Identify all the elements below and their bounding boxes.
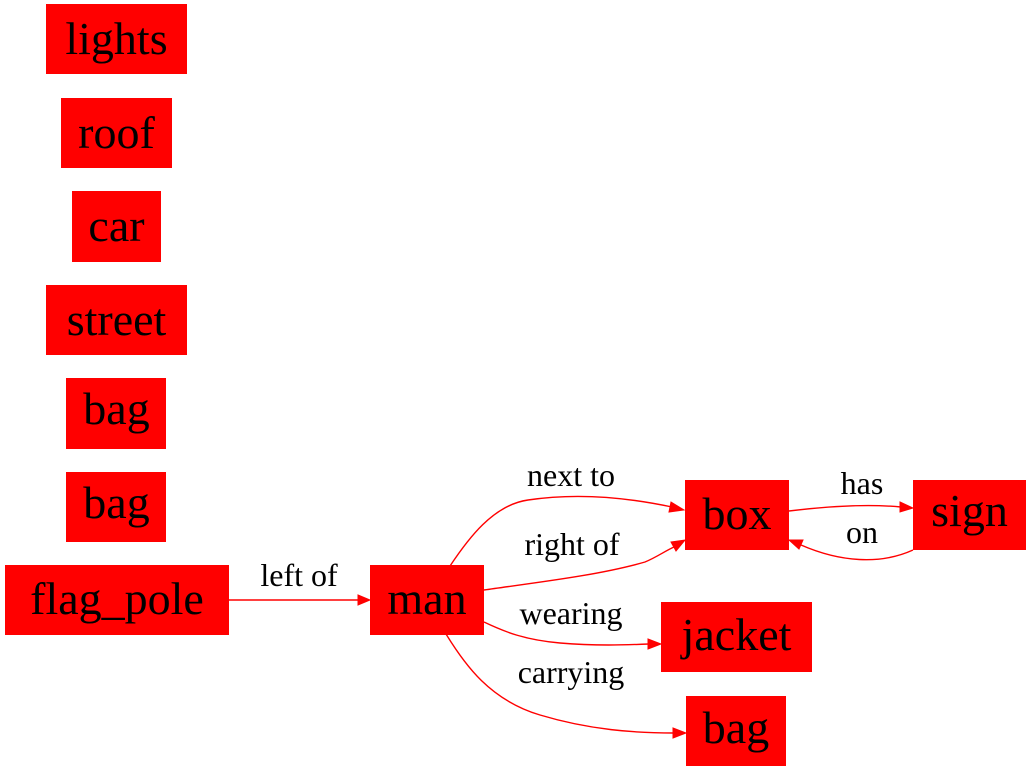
node-box [66, 378, 166, 449]
arrowhead [899, 501, 915, 513]
edge-man-wearing-jacket: wearing [483, 595, 663, 650]
node-box [61, 98, 172, 168]
node-label-roof: roof [78, 107, 155, 158]
edge-label-left-of: left of [260, 557, 338, 593]
edge-line [483, 546, 675, 591]
node-bag-3: bag [686, 696, 786, 766]
node-label-bag: bag [83, 383, 149, 434]
edge-label-next-to: next to [527, 457, 615, 493]
arrowhead [357, 594, 372, 606]
node-label-jacket: jacket [680, 609, 792, 660]
arrowhead [668, 501, 686, 513]
arrowhead [670, 539, 687, 552]
node-label-car: car [88, 200, 144, 251]
edge-label-has: has [841, 465, 884, 501]
edge-label-wearing: wearing [519, 595, 622, 631]
node-box [46, 4, 187, 74]
node-box [913, 480, 1026, 550]
edge-man-next-to-box: next to [449, 457, 686, 567]
node-box [661, 602, 812, 672]
node-label-flag-pole: flag_pole [30, 573, 204, 624]
node-roof: roof [61, 98, 172, 168]
node-label-sign: sign [931, 485, 1008, 536]
edge-label-carrying: carrying [518, 654, 625, 690]
node-label-box: box [703, 488, 772, 539]
node-label-bag: bag [703, 702, 769, 753]
node-box [686, 696, 786, 766]
node-street: street [46, 285, 187, 355]
edge-line [800, 544, 914, 561]
arrowhead [787, 539, 804, 550]
arrowhead [647, 638, 663, 650]
node-sign: sign [913, 480, 1026, 550]
edge-flag-pole-left-of-man: left of [229, 557, 372, 606]
node-label-street: street [67, 294, 167, 345]
node-label-lights: lights [65, 13, 167, 64]
edge-label-on: on [846, 514, 878, 550]
node-box [685, 480, 789, 550]
edge-line [449, 495, 673, 567]
node-label-bag: bag [83, 477, 149, 528]
node-label-man: man [387, 573, 466, 624]
edge-line [788, 504, 902, 512]
node-car: car [72, 191, 161, 262]
node-box [46, 285, 187, 355]
node-box [72, 191, 161, 262]
node-bag-1: bag [66, 378, 166, 449]
arrowhead [672, 727, 688, 739]
node-box [5, 565, 229, 635]
node-lights: lights [46, 4, 187, 74]
edge-label-right-of: right of [524, 526, 619, 562]
edge-line [445, 633, 675, 734]
node-box: box [685, 480, 789, 550]
edge-line [483, 621, 650, 646]
node-bag-2: bag [66, 472, 166, 542]
node-box [66, 472, 166, 542]
node-flag-pole: flag_pole [5, 565, 229, 635]
edge-sign-on-box: on [787, 514, 914, 561]
edge-box-has-sign: has [788, 465, 915, 513]
node-man: man [370, 565, 484, 635]
edge-man-carrying-bag: carrying [445, 633, 688, 739]
node-jacket: jacket [661, 602, 812, 672]
edge-man-right-of-box: right of [483, 526, 687, 591]
node-box [370, 565, 484, 635]
